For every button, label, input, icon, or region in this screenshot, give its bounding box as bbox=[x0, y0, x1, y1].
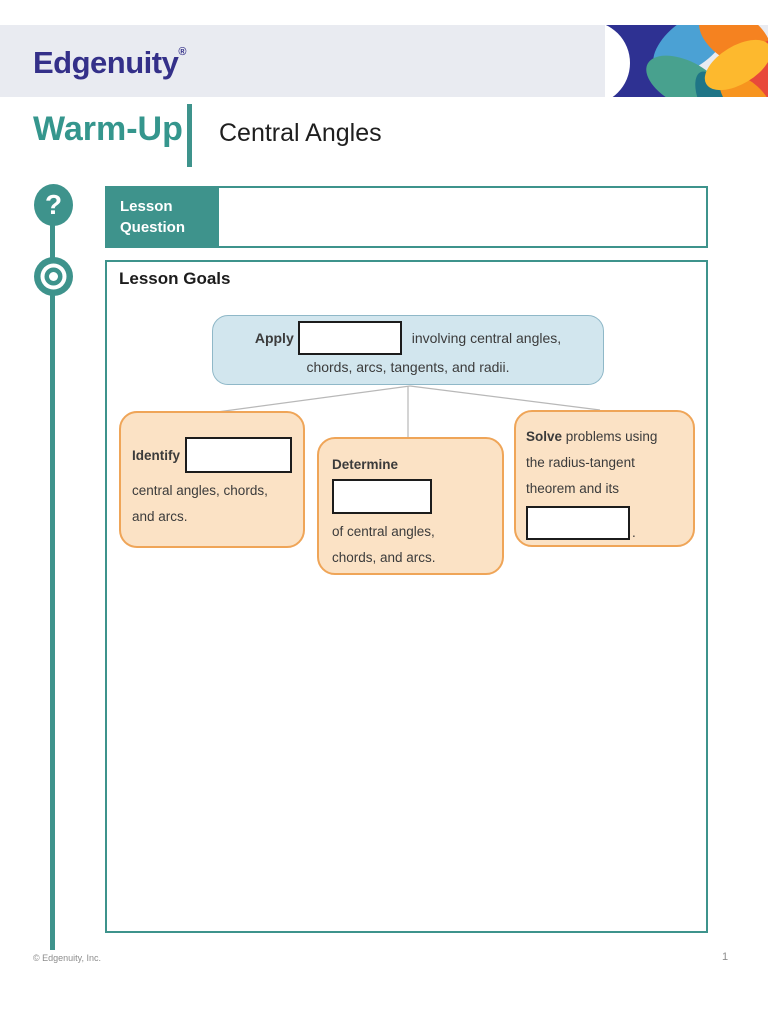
question-mark-icon: ? bbox=[34, 184, 73, 226]
edgenuity-logo: Edgenuity® bbox=[33, 45, 186, 81]
target-icon bbox=[34, 257, 73, 296]
apply-verb: Apply bbox=[254, 330, 294, 346]
identify-goal-line3: and arcs. bbox=[132, 509, 188, 524]
apply-goal-box: Apply involving central angles, chords, … bbox=[212, 315, 604, 385]
identify-blank-field[interactable] bbox=[185, 437, 292, 473]
lesson-question-answer-area[interactable] bbox=[219, 188, 706, 246]
lesson-question-label-line2: Question bbox=[120, 219, 186, 236]
identify-goal-box: Identify central angles, chords, and arc… bbox=[119, 411, 305, 548]
timeline-line bbox=[50, 207, 55, 950]
identify-goal-line1: Identify bbox=[132, 437, 292, 473]
identify-goal-line2: central angles, chords, bbox=[132, 483, 268, 498]
edgenuity-logo-text: Edgenuity bbox=[33, 45, 179, 80]
apply-blank-field[interactable] bbox=[297, 321, 402, 355]
determine-goal-box: Determine of central angles, chords, and… bbox=[317, 437, 504, 575]
page-number: 1 bbox=[722, 951, 729, 963]
registered-mark: ® bbox=[178, 46, 186, 58]
apply-line1-text: involving central angles, bbox=[411, 330, 562, 346]
solve-verb: Solve bbox=[526, 429, 563, 444]
footer-copyright: © Edgenuity, Inc. bbox=[33, 953, 102, 963]
solve-goal-box: Solve problems using the radius-tangent … bbox=[514, 410, 695, 547]
goal-connector-lines bbox=[216, 385, 601, 437]
determine-blank-field[interactable] bbox=[332, 479, 432, 514]
solve-goal-line3: theorem and its bbox=[526, 481, 620, 496]
solve-line1-text: problems using bbox=[565, 429, 658, 444]
solve-blank-field[interactable] bbox=[526, 506, 630, 540]
solve-goal-line2: the radius-tangent bbox=[526, 455, 635, 470]
apply-goal-line1: Apply involving central angles, bbox=[213, 321, 603, 355]
title-divider bbox=[187, 104, 192, 167]
solve-goal-blank-row: . bbox=[526, 506, 683, 540]
pinwheel-logo-graphic bbox=[605, 25, 768, 97]
determine-verb: Determine bbox=[332, 457, 399, 472]
identify-verb: Identify bbox=[132, 447, 181, 463]
apply-goal-line2: chords, arcs, tangents, and radii. bbox=[306, 359, 510, 375]
warmup-label: Warm-Up bbox=[33, 110, 183, 148]
lesson-question-label-line1: Lesson bbox=[120, 198, 173, 215]
solve-goal-line1: Solve problems using bbox=[526, 424, 683, 450]
determine-goal-line2: of central angles, bbox=[332, 524, 435, 539]
determine-goal-line3: chords, and arcs. bbox=[332, 550, 436, 565]
page-title: Central Angles bbox=[219, 119, 382, 147]
lesson-goals-heading: Lesson Goals bbox=[119, 269, 231, 288]
solve-period-text: . bbox=[632, 525, 636, 540]
lesson-question-label: Lesson Question bbox=[107, 188, 219, 246]
lesson-question-box: Lesson Question bbox=[105, 186, 708, 248]
